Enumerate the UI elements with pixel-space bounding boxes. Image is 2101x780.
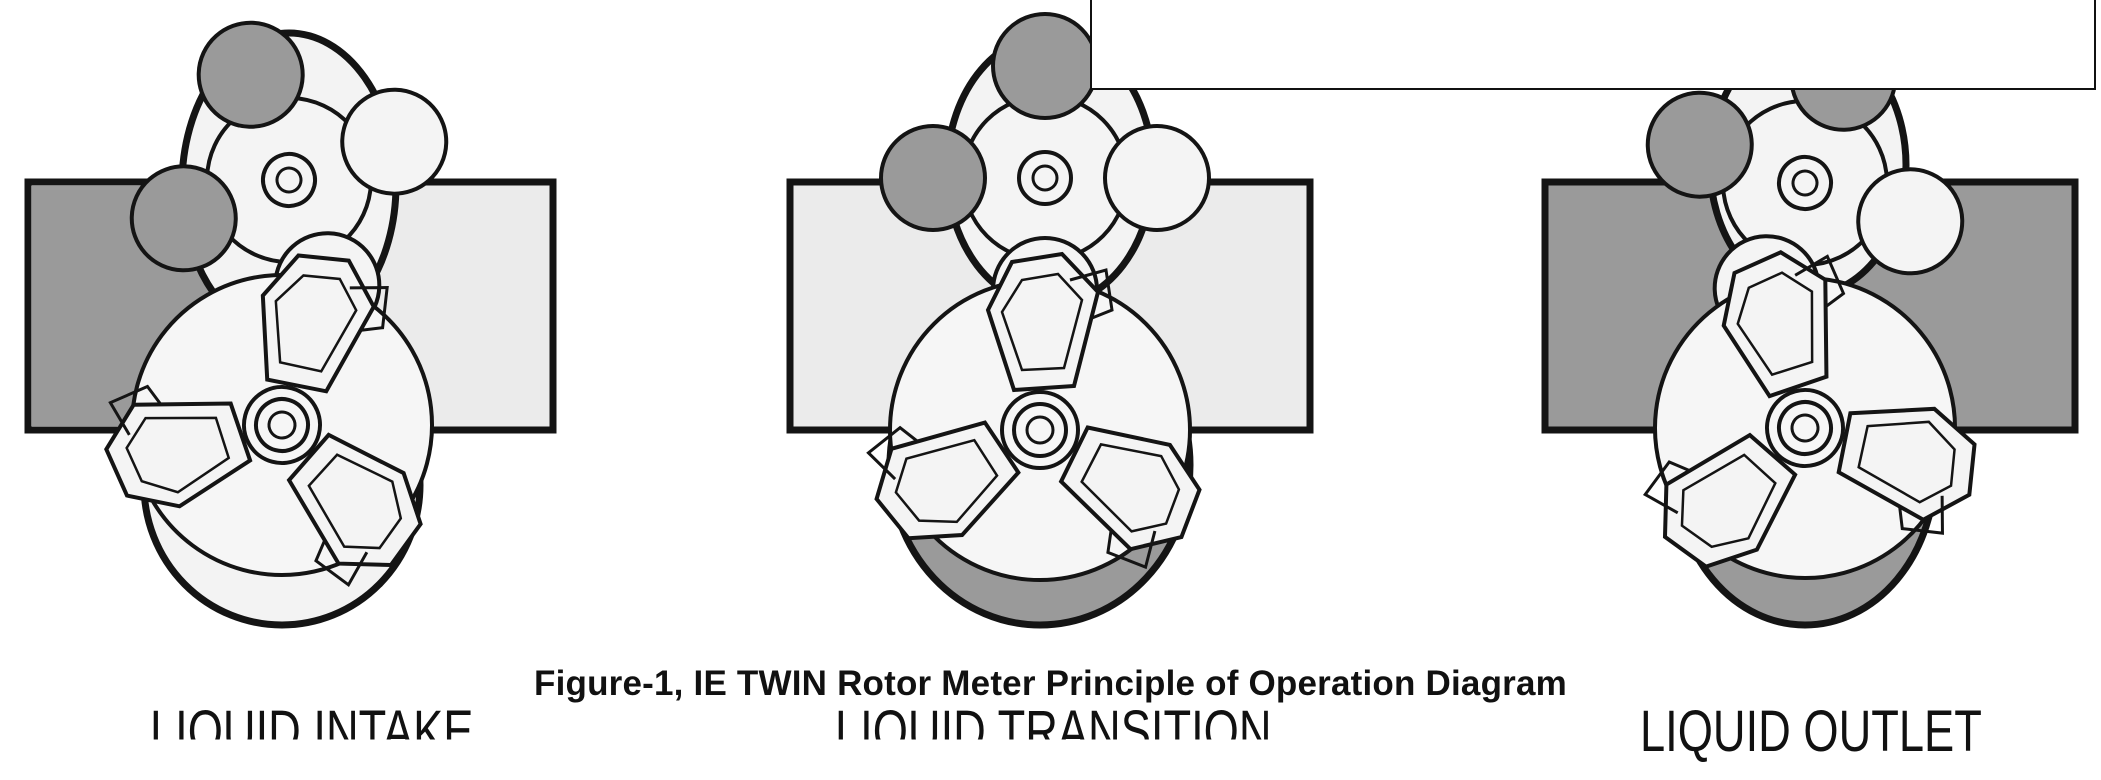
panel-liquid-intake [24, 0, 557, 629]
panel-label-outlet: LIQUID OUTLET [1640, 699, 1982, 764]
figure-caption: Figure-1, IE TWIN Rotor Meter Principle … [534, 664, 1567, 703]
blank-overlay-box [1090, 0, 2096, 90]
panel-label-transition: LIQUID TRANSITION [835, 699, 1272, 764]
panel-label-intake: LIQUID INTAKE [150, 699, 474, 764]
panel-liquid-outlet [1541, 0, 2079, 629]
panel-liquid-transition [786, 12, 1314, 629]
